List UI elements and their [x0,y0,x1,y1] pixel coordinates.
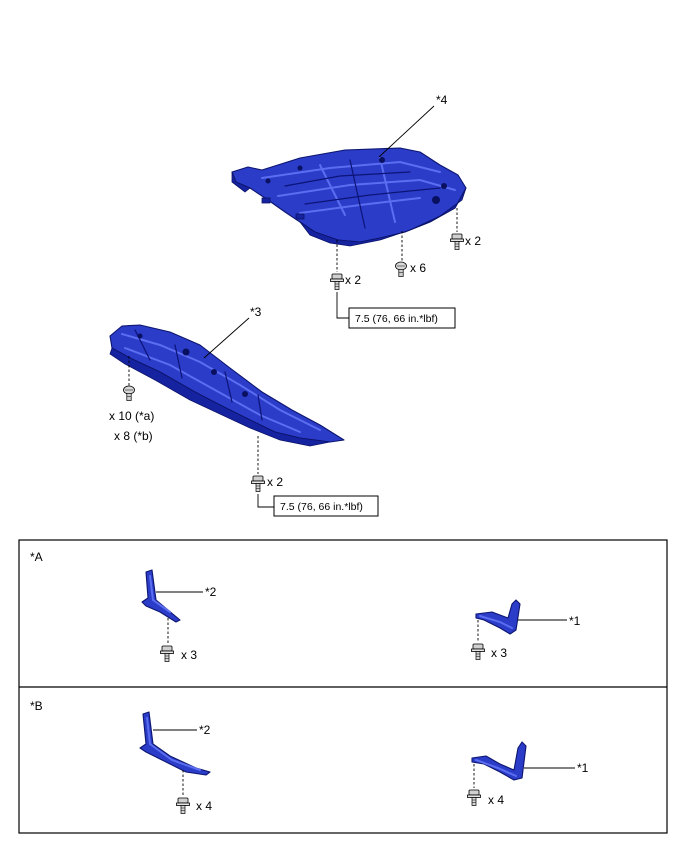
variant-b-label: *B [30,699,43,713]
part-3-bolt: x 2 7.5 (76, 66 in.*lbf) [251,436,379,517]
callout-part-3-label: *3 [250,305,262,319]
variant-b-part-1-qty: x 4 [488,793,504,807]
variant-b-part-1: *1 x 4 [467,741,589,807]
part-4-clip-mid-qty: x 6 [410,261,426,275]
part-4-engine-under-cover [231,147,467,247]
part-3-clips-qty-a: x 10 (*a) [109,409,154,423]
part-4-bolt-left: x 2 7.5 (76, 66 in.*lbf) [330,240,456,329]
part-3-clips: x 10 (*a) x 8 (*b) [109,356,154,443]
part-4-bolt-left-qty: x 2 [345,273,361,287]
callout-part-3: *3 [203,305,262,359]
variant-frame [18,539,668,834]
callout-part-4-label: *4 [436,93,448,107]
variant-a-part-1-callout: *1 [569,614,581,628]
callout-part-4: *4 [378,93,448,158]
variant-a: *A *2 x 3 *1 x 3 [30,550,581,662]
part-3-clips-qty-b: x 8 (*b) [114,429,153,443]
variant-a-part-2-callout: *2 [205,585,217,599]
torque-spec-lower: 7.5 (76, 66 in.*lbf) [280,501,363,513]
variant-b-part-2-callout: *2 [199,723,211,737]
part-3-bolt-qty: x 2 [267,475,283,489]
part-4-bolt-right: x 2 [450,208,481,250]
variant-a-part-1-qty: x 3 [491,646,507,660]
variant-b: *B *2 x 4 *1 x 4 [30,699,589,814]
variant-a-part-2-qty: x 3 [181,648,197,662]
torque-spec-upper: 7.5 (76, 66 in.*lbf) [355,313,438,325]
variant-b-part-2-qty: x 4 [196,799,212,813]
part-4-clip-mid: x 6 [395,231,426,277]
variant-b-part-1-callout: *1 [577,761,589,775]
variant-a-part-2: *2 x 3 [141,569,217,662]
variant-a-label: *A [30,550,43,564]
part-3-front-under-cover [109,324,345,447]
variant-b-part-2: *2 x 4 [139,711,212,814]
part-4-bolt-right-qty: x 2 [465,234,481,248]
variant-a-part-1: *1 x 3 [471,599,581,660]
